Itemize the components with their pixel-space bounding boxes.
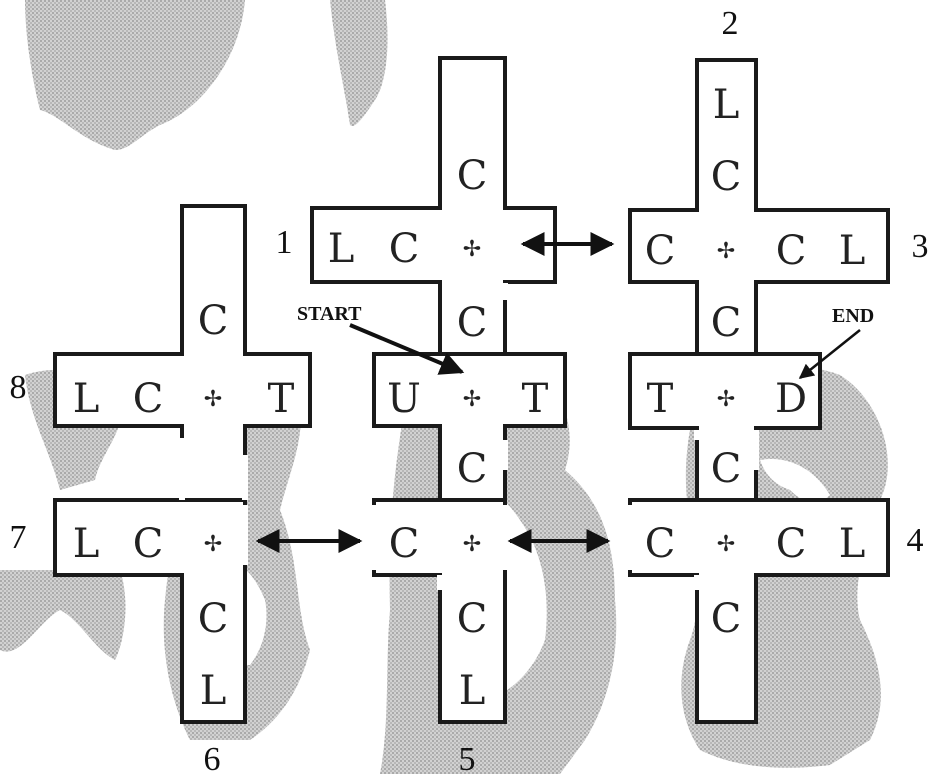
room-number-3: 3	[912, 228, 929, 265]
cell-letter: L	[459, 668, 486, 714]
cell-letter: C	[711, 154, 742, 200]
cell-letter: L	[839, 521, 866, 567]
cell-letter: C	[389, 521, 420, 567]
cell-letter: L	[200, 668, 227, 714]
center-glyph: ✢	[463, 237, 481, 262]
cell-letter: C	[389, 226, 420, 272]
cell-letter: C	[711, 446, 742, 492]
center-glyph: ✢	[463, 532, 481, 557]
end-label: END	[832, 305, 874, 327]
cell-letter: U	[387, 376, 421, 422]
cell-letter: D	[775, 376, 807, 422]
cell-letter: C	[776, 521, 807, 567]
room-number-6: 6	[204, 741, 221, 774]
cell-letter: C	[776, 228, 807, 274]
cell-letter: T	[647, 376, 674, 422]
cell-letter: C	[198, 596, 229, 642]
cell-letter: C	[198, 298, 229, 344]
cell-letter: C	[711, 300, 742, 346]
cell-letter: C	[457, 153, 488, 199]
cell-letter: T	[268, 376, 295, 422]
cell-letter: C	[645, 521, 676, 567]
room-number-5: 5	[459, 741, 476, 774]
cell-letter: C	[457, 446, 488, 492]
start-label: START	[297, 303, 362, 325]
cell-letter: C	[645, 228, 676, 274]
cell-letter: C	[133, 376, 164, 422]
cell-letter: L	[328, 226, 355, 272]
room-number-8: 8	[10, 369, 27, 406]
center-glyph: ✢	[204, 387, 222, 412]
cell-letter: C	[457, 596, 488, 642]
cell-letter: C	[133, 521, 164, 567]
cell-letter: C	[457, 300, 488, 346]
center-glyph: ✢	[463, 387, 481, 412]
cell-letter: L	[839, 228, 866, 274]
room-number-7: 7	[10, 519, 27, 556]
center-glyph: ✢	[717, 387, 735, 412]
cell-letter: L	[73, 521, 100, 567]
room-number-1: 1	[276, 224, 293, 261]
room-number-4: 4	[907, 522, 924, 559]
room-number-2: 2	[722, 5, 739, 42]
cell-letter: L	[73, 376, 100, 422]
cell-letter: C	[711, 596, 742, 642]
cell-letter: T	[522, 376, 549, 422]
center-glyph: ✢	[204, 532, 222, 557]
cell-letter: L	[713, 82, 740, 128]
center-glyph: ✢	[717, 532, 735, 557]
center-glyph: ✢	[717, 239, 735, 264]
